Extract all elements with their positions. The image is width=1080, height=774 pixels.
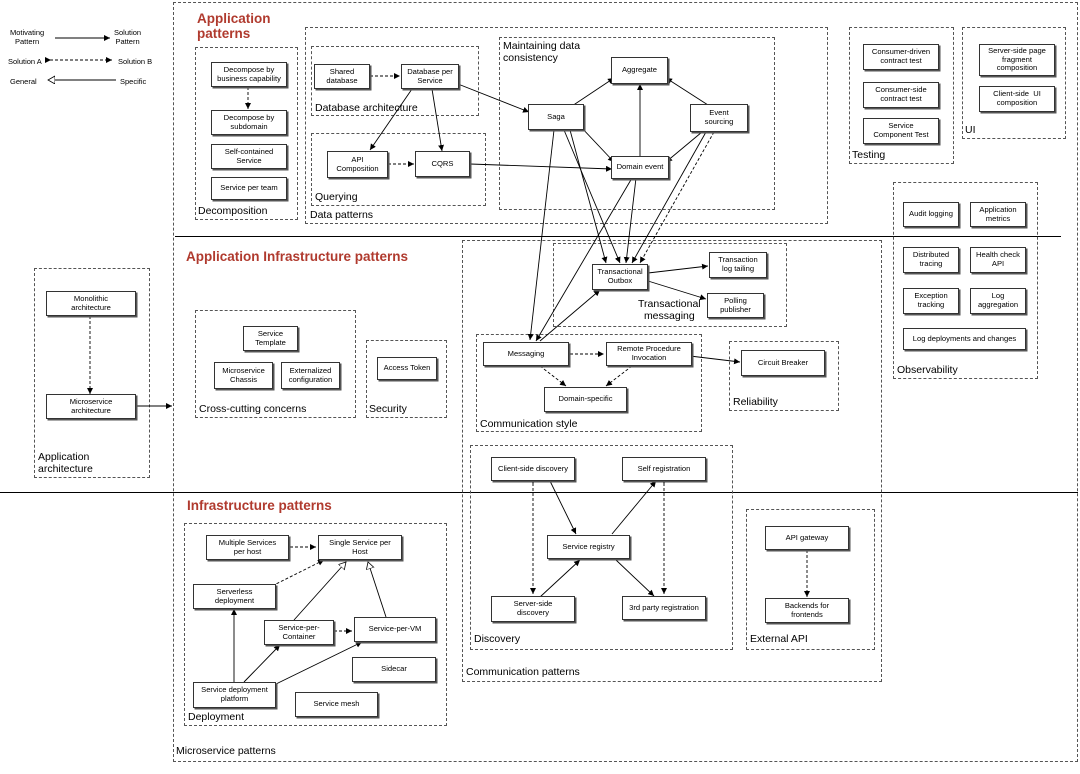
application-architecture-group [34, 268, 150, 478]
service-template-box[interactable]: Service Template [243, 326, 298, 351]
log-aggregation-box[interactable]: Log aggregation [970, 288, 1026, 314]
legend-general-label: General [10, 77, 37, 86]
self-contained-service-box[interactable]: Self-contained Service [211, 144, 287, 169]
sidecar-box[interactable]: Sidecar [352, 657, 436, 682]
legend-solution-label: Solution Pattern [114, 28, 142, 46]
microservice-patterns-label: Microservice patterns [176, 745, 276, 757]
decompose-business-capability-box[interactable]: Decompose by business capability [211, 62, 287, 87]
saga-box[interactable]: Saga [528, 104, 584, 130]
section-title-infrastructure: Infrastructure patterns [187, 498, 332, 513]
self-registration-box[interactable]: Self registration [622, 457, 706, 481]
deployment-label: Deployment [188, 711, 245, 723]
service-per-team-box[interactable]: Service per team [211, 177, 287, 200]
monolithic-architecture-box[interactable]: Monolithic architecture [46, 291, 136, 316]
database-architecture-label: Database architecture [315, 102, 418, 114]
client-side-discovery-box[interactable]: Client-side discovery [491, 457, 575, 481]
ui-label: UI [965, 124, 976, 136]
distributed-tracing-box[interactable]: Distributed tracing [903, 247, 959, 273]
separator-infrastructure [0, 492, 1078, 493]
querying-label: Querying [315, 191, 358, 203]
api-gateway-box[interactable]: API gateway [765, 526, 849, 550]
domain-event-box[interactable]: Domain event [611, 156, 669, 179]
decomposition-label: Decomposition [198, 205, 268, 217]
application-metrics-box[interactable]: Application metrics [970, 202, 1026, 227]
section-title-application-infrastructure: Application Infrastructure patterns [186, 249, 409, 264]
aggregate-box[interactable]: Aggregate [611, 57, 668, 84]
discovery-group [470, 445, 733, 650]
legend-solution-b-label: Solution B [118, 57, 153, 66]
multiple-services-per-host-box[interactable]: Multiple Services per host [206, 535, 289, 560]
maintaining-data-consistency-label: Maintaining data consistency [503, 40, 581, 64]
shared-database-box[interactable]: Shared database [314, 64, 370, 89]
service-per-container-box[interactable]: Service-per- Container [264, 620, 334, 645]
deployment-group [184, 523, 447, 726]
communication-patterns-label: Communication patterns [466, 666, 580, 678]
server-side-page-fragment-box[interactable]: Server-side page fragment composition [979, 44, 1055, 76]
observability-group [893, 182, 1038, 379]
service-mesh-box[interactable]: Service mesh [295, 692, 378, 717]
legend-specific-label: Specific [120, 77, 147, 86]
audit-logging-box[interactable]: Audit logging [903, 202, 959, 227]
client-side-ui-composition-box[interactable]: Client-side UI composition [979, 86, 1055, 112]
reliability-group [729, 341, 839, 411]
cross-cutting-concerns-label: Cross-cutting concerns [199, 403, 307, 415]
transaction-log-tailing-box[interactable]: Transaction log tailing [709, 252, 767, 278]
security-label: Security [369, 403, 407, 415]
third-party-registration-box[interactable]: 3rd party registration [622, 596, 706, 620]
transactional-outbox-box[interactable]: Transactional Outbox [592, 264, 648, 290]
service-deployment-platform-box[interactable]: Service deployment platform [193, 682, 276, 708]
log-deployments-changes-box[interactable]: Log deployments and changes [903, 328, 1026, 350]
discovery-label: Discovery [474, 633, 521, 645]
external-api-group [746, 509, 875, 650]
communication-style-label: Communication style [480, 418, 578, 430]
consumer-side-contract-test-box[interactable]: Consumer-side contract test [863, 82, 939, 108]
cross-cutting-concerns-group [195, 310, 356, 418]
external-api-label: External API [750, 633, 808, 645]
microservice-chassis-box[interactable]: Microservice Chassis [214, 362, 273, 389]
section-title-application-patterns: Application patterns [197, 11, 271, 41]
api-composition-box[interactable]: API Composition [327, 151, 388, 178]
polling-publisher-box[interactable]: Polling publisher [707, 293, 764, 318]
single-service-per-host-box[interactable]: Single Service per Host [318, 535, 402, 560]
data-patterns-label: Data patterns [310, 209, 374, 221]
event-sourcing-box[interactable]: Event sourcing [690, 104, 748, 132]
access-token-box[interactable]: Access Token [377, 357, 437, 380]
application-architecture-label: Application architecture [38, 451, 93, 475]
observability-label: Observability [897, 364, 958, 376]
security-group [366, 340, 447, 418]
messaging-box[interactable]: Messaging [483, 342, 569, 366]
consumer-driven-contract-test-box[interactable]: Consumer-driven contract test [863, 44, 939, 70]
exception-tracking-box[interactable]: Exception tracking [903, 288, 959, 314]
legend-motivating-label: Motivating Pattern [10, 28, 45, 46]
microservice-patterns-frame [173, 2, 1078, 762]
service-registry-box[interactable]: Service registry [547, 535, 630, 559]
serverless-deployment-box[interactable]: Serverless deployment [193, 584, 276, 609]
database-per-service-box[interactable]: Database per Service [401, 64, 459, 89]
testing-group [849, 27, 954, 164]
circuit-breaker-box[interactable]: Circuit Breaker [741, 350, 825, 376]
health-check-api-box[interactable]: Health check API [970, 247, 1026, 273]
cqrs-box[interactable]: CQRS [415, 151, 470, 177]
externalized-configuration-box[interactable]: Externalized configuration [281, 362, 340, 389]
domain-specific-box[interactable]: Domain-specific [544, 387, 627, 412]
legend-solution-a-label: Solution A [8, 57, 42, 66]
reliability-label: Reliability [733, 396, 778, 408]
microservice-architecture-box[interactable]: Microservice architecture [46, 394, 136, 419]
backends-for-frontends-box[interactable]: Backends for frontends [765, 598, 849, 623]
decomposition-group [195, 47, 298, 220]
ui-group [962, 27, 1066, 139]
server-side-discovery-box[interactable]: Server-side discovery [491, 596, 575, 622]
testing-label: Testing [852, 149, 886, 161]
decompose-subdomain-box[interactable]: Decompose by subdomain [211, 110, 287, 135]
remote-procedure-invocation-box[interactable]: Remote Procedure Invocation [606, 342, 692, 366]
transactional-messaging-label: Transactional messaging [638, 298, 701, 322]
service-per-vm-box[interactable]: Service-per-VM [354, 617, 436, 642]
service-component-test-box[interactable]: Service Component Test [863, 118, 939, 144]
